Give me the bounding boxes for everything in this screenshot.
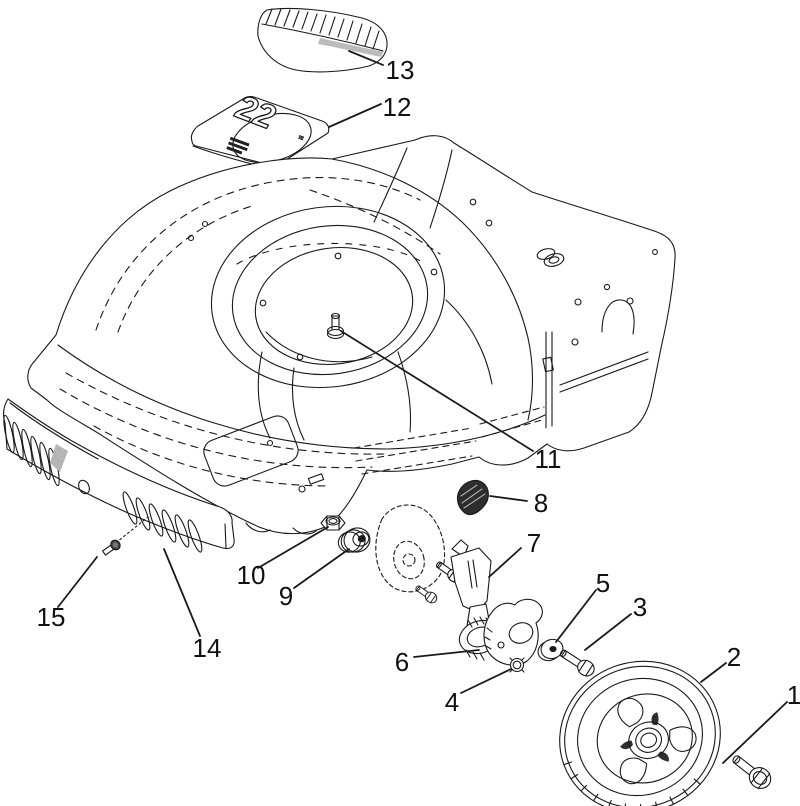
part-wheel-bolt	[732, 755, 772, 790]
callout-labels: 1 2 3 4 5 6 7 8 9 10 11 12 13 14 15	[37, 55, 800, 717]
callout-15: 15	[37, 602, 66, 632]
leader-6	[413, 649, 480, 658]
callout-12: 12	[383, 92, 412, 122]
callout-2: 2	[727, 642, 741, 672]
part-knob	[456, 479, 489, 516]
part-top-cover	[257, 7, 388, 73]
callout-5: 5	[596, 568, 610, 598]
callout-13: 13	[386, 55, 415, 85]
deck-decal-recess	[203, 415, 299, 487]
part-wheel-arm-plate	[483, 598, 543, 666]
callout-1: 1	[787, 680, 800, 710]
callout-4: 4	[445, 687, 459, 717]
leader-9	[293, 548, 350, 589]
mounting-plate-dashed-outline	[375, 504, 446, 593]
baffle-slots-upper	[3, 414, 60, 487]
callout-14: 14	[193, 633, 222, 663]
part-wheel	[559, 660, 721, 806]
part-flange-nut	[509, 657, 525, 673]
leader-15	[57, 556, 98, 608]
part-bushing	[337, 527, 371, 553]
part-center-bolt	[326, 312, 345, 340]
wheel-spoke-windows	[617, 697, 697, 785]
callout-8: 8	[534, 488, 548, 518]
part-washer	[537, 638, 564, 662]
line-art-root	[3, 7, 788, 806]
callout-3: 3	[633, 592, 647, 622]
callout-7: 7	[527, 528, 541, 558]
rear-housing-details	[445, 248, 658, 429]
decal-unit-mark: "	[295, 133, 305, 148]
leader-3	[584, 613, 632, 651]
louver-hatch	[265, 8, 380, 50]
part-hex-bolt	[559, 649, 595, 677]
leader-14	[163, 548, 201, 637]
part-screw	[102, 539, 121, 556]
carriage-bolt-b	[415, 585, 438, 604]
deck-holes	[187, 198, 493, 493]
callout-9: 9	[279, 581, 293, 611]
leader-1	[722, 701, 788, 764]
leader-11	[340, 330, 534, 452]
decal-logo-block	[226, 136, 250, 155]
callout-6: 6	[395, 647, 409, 677]
leader-12	[328, 103, 382, 128]
leader-8	[489, 495, 528, 502]
leader-13	[348, 50, 384, 66]
callout-11: 11	[535, 444, 562, 474]
leader-4	[460, 668, 512, 694]
leader-lines	[57, 50, 788, 764]
leader-2	[700, 662, 727, 683]
leader-10	[257, 526, 329, 569]
part-front-baffle	[3, 398, 235, 553]
leader-5	[555, 589, 597, 643]
callout-10: 10	[237, 560, 266, 590]
part-hex-nut	[320, 515, 346, 531]
leader-7	[488, 547, 522, 578]
part-deck-housing	[27, 135, 676, 535]
baffle-slots-lower	[122, 491, 203, 553]
